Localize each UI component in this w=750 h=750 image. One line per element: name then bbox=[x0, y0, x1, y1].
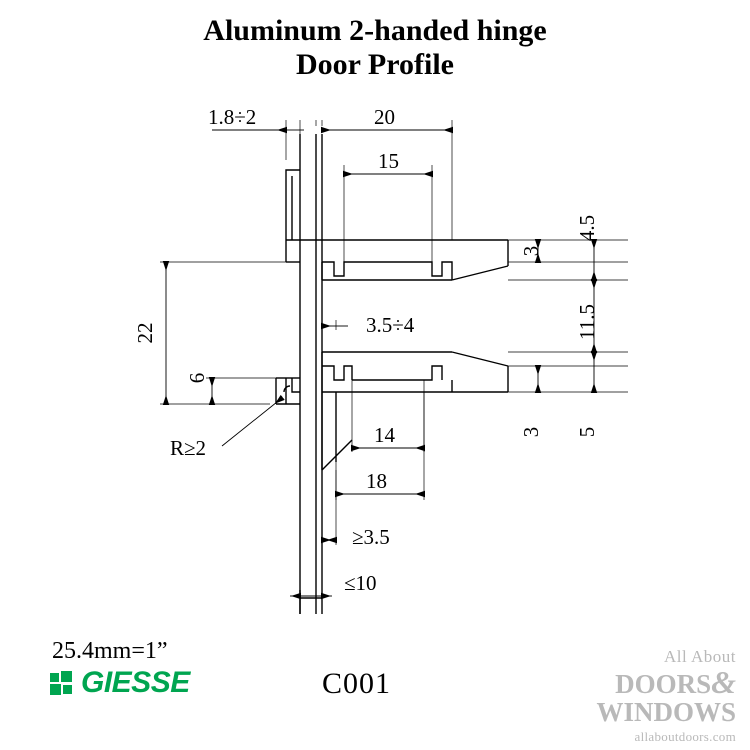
dim-11-5: 11.5 bbox=[575, 304, 599, 340]
dim-radius: R≥2 bbox=[170, 436, 206, 460]
dim-3-lower: 3 bbox=[519, 427, 543, 438]
dimension-labels: 1.8÷2 20 15 3 4.5 11.5 3 5 22 6 R≥2 3.5÷… bbox=[133, 105, 599, 595]
watermark: All About DOORS& WINDOWS allaboutdoors.c… bbox=[526, 648, 736, 743]
dim-20: 20 bbox=[374, 105, 395, 129]
dim-5: 5 bbox=[575, 427, 599, 438]
extension-lines bbox=[160, 120, 628, 598]
watermark-ampersand: & bbox=[711, 664, 736, 700]
dim-3-5-4: 3.5÷4 bbox=[366, 313, 415, 337]
part-code: C001 bbox=[322, 667, 392, 700]
giesse-mark-icon bbox=[50, 671, 74, 695]
watermark-url: allaboutdoors.com bbox=[634, 729, 736, 744]
title-line-1: Aluminum 2-handed hinge bbox=[203, 14, 547, 47]
dim-18: 18 bbox=[366, 469, 387, 493]
dim-ge-3-5: ≥3.5 bbox=[352, 525, 390, 549]
giesse-logo: GIESSE bbox=[50, 668, 190, 698]
dim-3-upper: 3 bbox=[519, 246, 543, 257]
title-line-2: Door Profile bbox=[295, 48, 454, 81]
dim-22: 22 bbox=[133, 323, 157, 344]
giesse-wordmark: GIESSE bbox=[81, 666, 190, 699]
dim-14: 14 bbox=[374, 423, 396, 447]
page-title: Aluminum 2-handed hinge Door Profile bbox=[0, 14, 750, 82]
watermark-doors: DOORS bbox=[615, 669, 712, 699]
watermark-line-1: All About bbox=[663, 647, 736, 666]
watermark-line-3: WINDOWS bbox=[596, 697, 736, 727]
dim-15: 15 bbox=[378, 149, 399, 173]
watermark-line-2: DOORS& bbox=[526, 666, 736, 698]
dim-1-8-2: 1.8÷2 bbox=[208, 105, 256, 129]
scale-note: 25.4mm=1” bbox=[52, 638, 168, 664]
dim-4-5: 4.5 bbox=[575, 215, 599, 241]
profile-geometry bbox=[275, 134, 509, 614]
dimension-lines bbox=[162, 126, 598, 600]
dim-6: 6 bbox=[185, 373, 209, 384]
dim-le-10: ≤10 bbox=[344, 571, 377, 595]
